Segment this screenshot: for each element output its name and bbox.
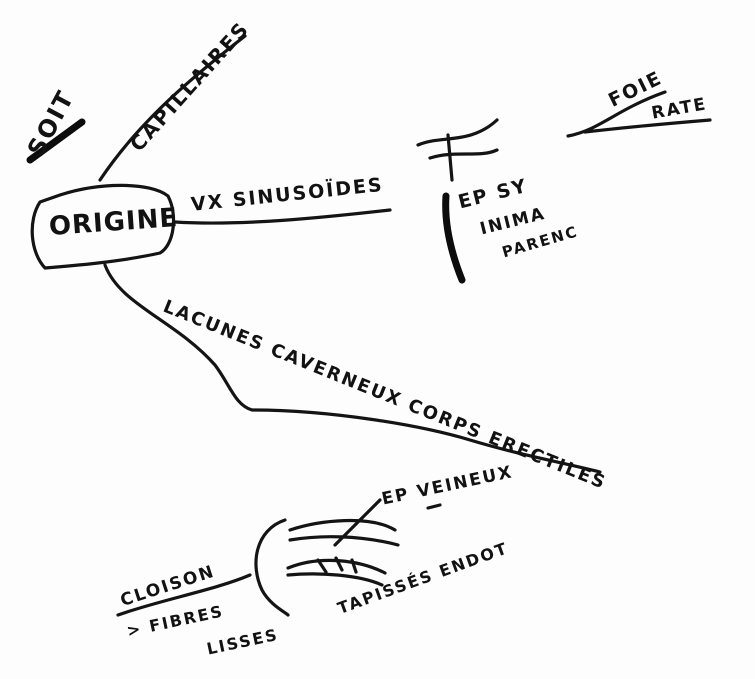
vessel-hatch-1 [316, 558, 328, 574]
cross-stroke [446, 133, 454, 182]
branch-vx-sinusoides [173, 208, 392, 225]
vessel-line-1 [288, 518, 397, 532]
soit-underline [26, 118, 86, 164]
vessel-line-4 [286, 572, 384, 587]
ep-veineux-underline [426, 503, 442, 510]
origine-bubble [30, 183, 176, 270]
branch-rate [583, 118, 712, 134]
lower-bracket [254, 518, 290, 617]
branch-foie-rate [416, 118, 499, 147]
vessel-hatch-3 [350, 558, 358, 574]
branch-lacunes [103, 263, 602, 474]
branch-foie [566, 90, 667, 138]
cloison-line [116, 573, 252, 617]
vessel-hatch-2 [334, 556, 344, 572]
vessel-cross [333, 498, 382, 547]
branch-capillaires [98, 34, 247, 182]
ep-sy-bar [442, 192, 466, 284]
branch-foie-rate-2 [428, 148, 499, 160]
